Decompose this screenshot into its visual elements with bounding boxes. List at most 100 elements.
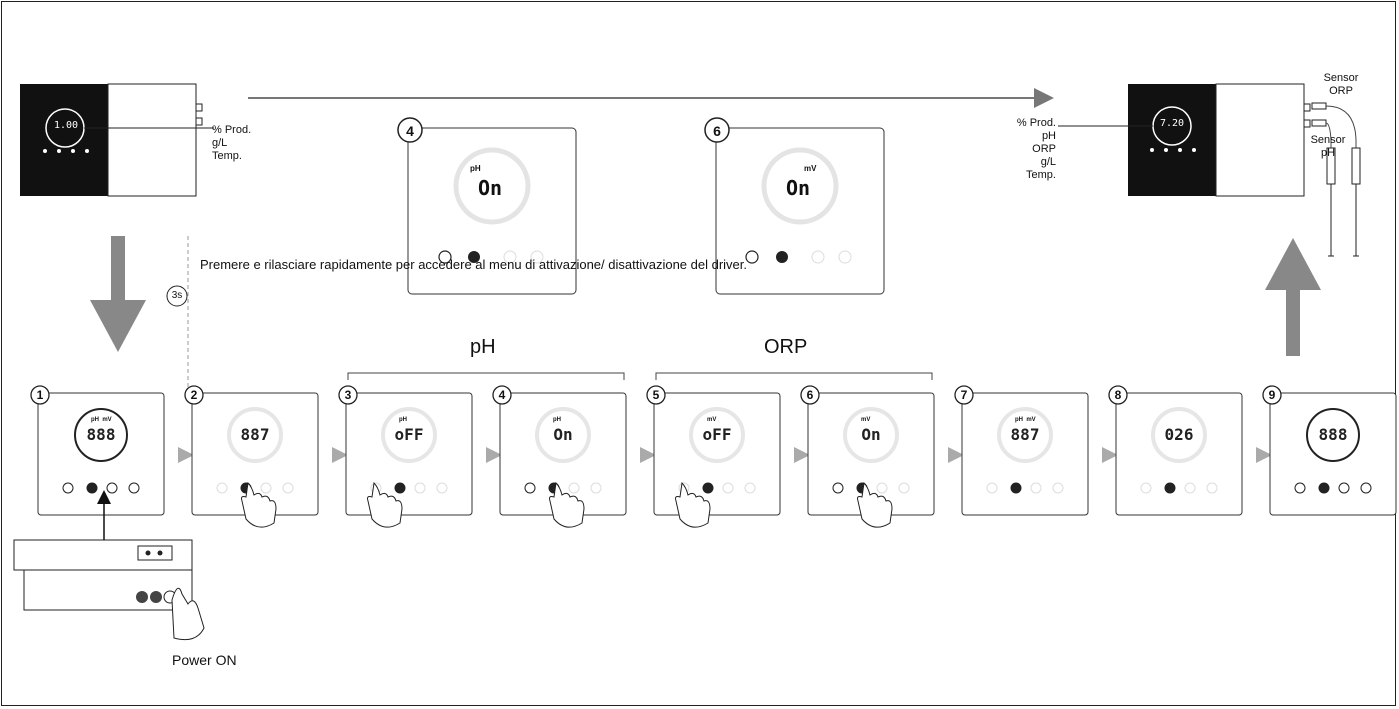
sensor-orp-label: Sensor ORP bbox=[1323, 72, 1359, 97]
sensor-ph-label: Sensor pH bbox=[1310, 134, 1346, 159]
step-panel bbox=[1115, 392, 1243, 516]
step-unit: pH mV bbox=[91, 417, 112, 423]
panel-button-cal bbox=[568, 482, 580, 494]
panel-button-+ bbox=[1140, 482, 1152, 494]
brace-orp bbox=[655, 372, 933, 380]
step-number: 4 bbox=[498, 388, 506, 402]
unit-top-display: 1.00 bbox=[54, 120, 79, 131]
unit-right-display: 7.20 bbox=[1160, 118, 1185, 129]
panel-button-info bbox=[702, 482, 714, 494]
panel-button-info bbox=[1318, 482, 1330, 494]
brace-ph bbox=[347, 372, 625, 380]
panel-button-set bbox=[744, 482, 756, 494]
hand-press-icon bbox=[241, 481, 277, 528]
big-panel-6-unit: mV bbox=[804, 164, 817, 173]
display-ring bbox=[1151, 407, 1207, 463]
display-ring bbox=[535, 407, 591, 463]
step-number: 5 bbox=[652, 388, 660, 402]
step-number: 2 bbox=[190, 388, 198, 402]
big-panel-6-number: 6 bbox=[713, 123, 721, 139]
display-ring bbox=[74, 408, 128, 462]
step-number: 1 bbox=[36, 388, 44, 402]
panel-button-info bbox=[1010, 482, 1022, 494]
step-display: 026 bbox=[1164, 425, 1194, 444]
step-badge bbox=[954, 385, 974, 405]
unit-top-right bbox=[1058, 83, 1361, 257]
panel-button-cal bbox=[106, 482, 118, 494]
step-number: 3 bbox=[344, 388, 352, 402]
step-badge bbox=[1262, 385, 1282, 405]
panel-button-set bbox=[590, 482, 602, 494]
hold-3s-label: 3s bbox=[171, 290, 183, 301]
hand-press-icon bbox=[549, 481, 585, 528]
group-ph-label: pH bbox=[470, 336, 496, 358]
step-number: 7 bbox=[960, 388, 968, 402]
step-unit: mV bbox=[861, 417, 871, 423]
display-ring bbox=[381, 407, 437, 463]
display-ring bbox=[689, 407, 745, 463]
panel-button-set bbox=[282, 482, 294, 494]
panel-button-info bbox=[86, 482, 98, 494]
panel-button-+ bbox=[832, 482, 844, 494]
panel-button-cal bbox=[414, 482, 426, 494]
step-display: 888 bbox=[1318, 425, 1348, 444]
step-badge bbox=[800, 385, 820, 405]
step-display: On bbox=[553, 425, 573, 444]
panel-button-cal bbox=[1030, 482, 1042, 494]
step-display: oFF bbox=[702, 425, 732, 444]
panel-button-+ bbox=[1294, 482, 1306, 494]
hold-3s-icon bbox=[166, 285, 188, 307]
step-badge bbox=[646, 385, 666, 405]
panel-button-set bbox=[1052, 482, 1064, 494]
step-badge bbox=[338, 385, 358, 405]
step-display: oFF bbox=[394, 425, 424, 444]
step-panel bbox=[1269, 392, 1397, 516]
panel-button-+ bbox=[216, 482, 228, 494]
device-bottom bbox=[13, 490, 205, 641]
step-number: 9 bbox=[1268, 388, 1276, 402]
unit-top-left bbox=[20, 83, 214, 197]
panel-button-cal bbox=[1184, 482, 1196, 494]
step-panel bbox=[961, 392, 1089, 516]
step-display: 887 bbox=[1010, 425, 1040, 444]
left-unit-labels: % Prod. g/L Temp. bbox=[212, 124, 252, 162]
panel-button-set bbox=[436, 482, 448, 494]
step-number: 6 bbox=[806, 388, 814, 402]
panel-button-info bbox=[1164, 482, 1176, 494]
instruction-text: Premere e rilasciare rapidamente per acc… bbox=[200, 257, 748, 272]
arrow-down-big bbox=[90, 236, 146, 352]
power-on-label: Power ON bbox=[172, 652, 237, 668]
step-display: 888 bbox=[86, 425, 116, 444]
panel-button-set bbox=[1360, 482, 1372, 494]
panel-button-cal bbox=[876, 482, 888, 494]
big-panel-4 bbox=[397, 117, 577, 295]
step-badge bbox=[1108, 385, 1128, 405]
panel-button-+ bbox=[62, 482, 74, 494]
group-orp-label: ORP bbox=[764, 336, 808, 358]
hand-press-icon bbox=[675, 481, 711, 528]
panel-button-cal bbox=[1338, 482, 1350, 494]
big-panel-6 bbox=[704, 117, 885, 295]
step-badge bbox=[30, 385, 50, 405]
step-badge bbox=[492, 385, 512, 405]
step-display: 887 bbox=[240, 425, 270, 444]
step-unit: pH bbox=[553, 417, 561, 423]
big-panel-4-number: 4 bbox=[406, 123, 414, 139]
panel-button-set bbox=[128, 482, 140, 494]
panel-button-cal bbox=[260, 482, 272, 494]
step-panel bbox=[653, 392, 781, 516]
display-ring bbox=[227, 407, 283, 463]
big-panel-6-display: On bbox=[786, 176, 811, 200]
step-display: On bbox=[861, 425, 881, 444]
display-ring bbox=[1306, 408, 1360, 462]
step-panel bbox=[345, 392, 473, 516]
display-ring bbox=[997, 407, 1053, 463]
big-panel-4-display: On bbox=[478, 176, 503, 200]
panel-button-set bbox=[898, 482, 910, 494]
panel-button-set bbox=[1206, 482, 1218, 494]
step-unit: pH mV bbox=[1015, 417, 1036, 423]
panel-button-cal bbox=[722, 482, 734, 494]
step-badge bbox=[184, 385, 204, 405]
